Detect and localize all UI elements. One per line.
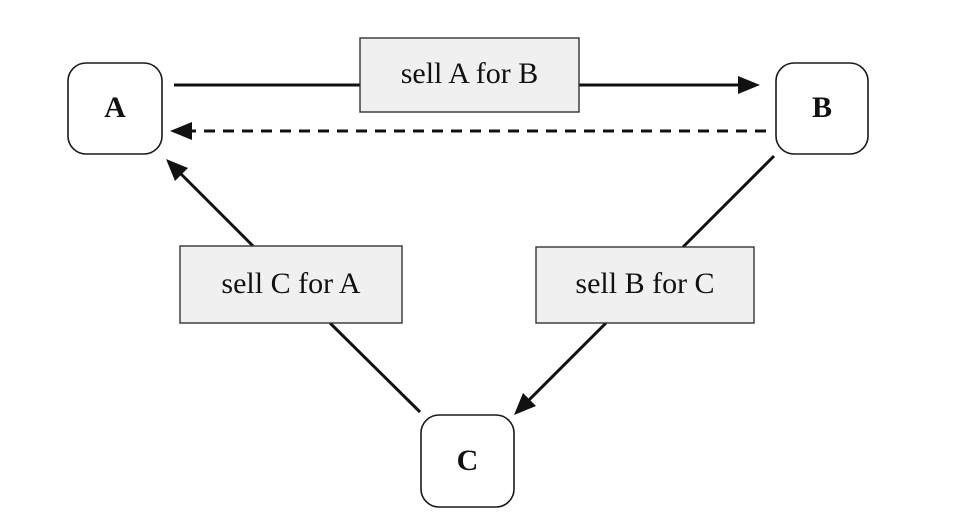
edge-b-to-c-arrowhead	[514, 393, 536, 415]
edge-label-b-to-c-box	[535, 246, 755, 324]
edge-b-to-a-dashed	[170, 122, 766, 140]
node-c-label: C	[457, 444, 479, 477]
edge-label-a-to-b-text: sell A for B	[401, 57, 539, 90]
edge-b-to-c	[514, 154, 776, 415]
node-a-box	[67, 62, 163, 155]
edge-c-to-a-line-lower	[328, 321, 422, 414]
edge-label-a-to-b: sell A for B	[359, 37, 580, 113]
node-a: A	[67, 62, 163, 155]
node-b-label: B	[812, 91, 832, 124]
edge-label-b-to-c: sell B for C	[535, 246, 755, 324]
node-c-box	[420, 414, 515, 508]
node-c: C	[420, 414, 515, 508]
node-b: B	[775, 62, 869, 155]
edge-c-to-a	[166, 159, 422, 414]
edge-label-c-to-a: sell C for A	[179, 245, 403, 324]
edge-label-b-to-c-text: sell B for C	[575, 267, 714, 300]
edge-label-c-to-a-text: sell C for A	[221, 267, 360, 300]
edge-label-a-to-b-box	[359, 37, 580, 113]
edge-a-to-b-arrowhead	[738, 76, 760, 94]
node-b-box	[775, 62, 869, 155]
edge-a-to-b	[174, 76, 760, 94]
edge-b-to-c-line-lower	[524, 321, 608, 405]
edge-c-to-a-line-upper	[177, 170, 255, 248]
edge-b-to-a-arrowhead	[170, 122, 192, 140]
edge-b-to-c-line-upper	[681, 154, 776, 249]
node-a-label: A	[104, 91, 126, 124]
edge-label-c-to-a-box	[179, 245, 403, 324]
edge-c-to-a-arrowhead	[166, 159, 188, 181]
